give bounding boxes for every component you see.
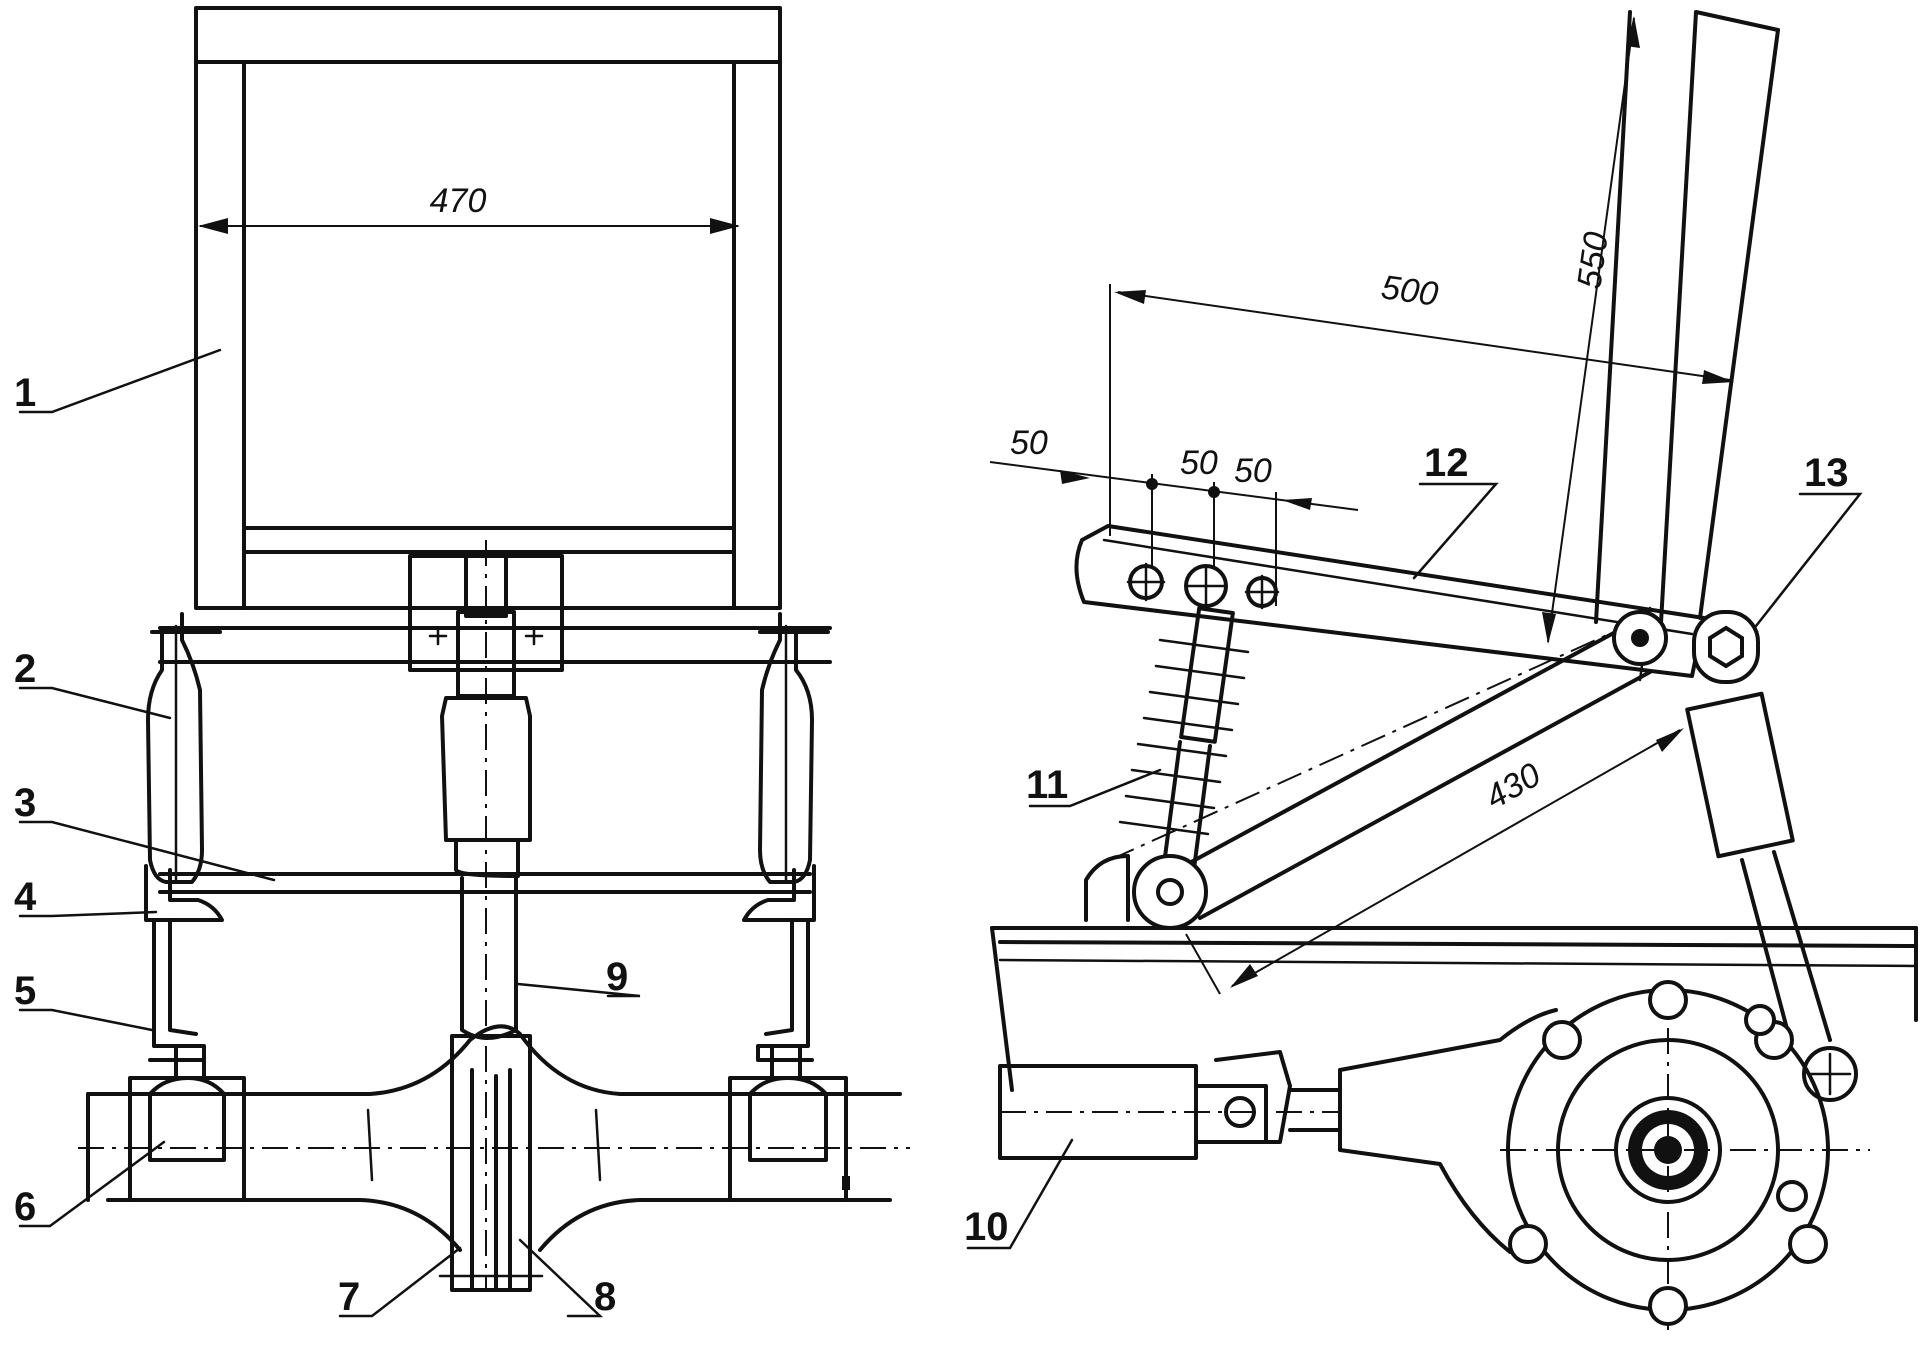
dim-hole-3: 50 [1234,452,1272,490]
label-5: 5 [14,969,36,1013]
label-13: 13 [1804,451,1849,495]
left-rail [144,864,224,1062]
backrest-frame [194,6,782,610]
front-view: 470 [14,6,910,1319]
side-labels: 11 12 13 10 [964,441,1849,1249]
plate-holes [1126,562,1280,610]
label-4: 4 [14,875,37,919]
front-labels: 1 2 3 4 5 6 7 8 9 [14,371,628,1319]
label-1: 1 [14,371,36,415]
backrest-side [1594,10,1780,642]
seat-crossbar [150,626,832,664]
dimension-500: 500 [1109,268,1734,536]
drive-shaft [998,1050,1342,1160]
label-2: 2 [14,647,36,691]
left-bracket [128,1046,246,1202]
hole-dimensions: 50 50 50 [989,424,1359,606]
side-view: 550 500 50 50 50 [964,10,1918,1330]
front-leaders [18,348,641,1318]
label-3: 3 [14,781,36,825]
bottom-rods [438,1034,544,1292]
label-9: 9 [606,955,628,999]
right-rail [742,864,816,1062]
seat-plate [1074,524,1706,682]
dim-seat-length: 500 [1379,268,1441,314]
dimension-470: 470 [198,182,740,234]
dim-frame-width: 470 [430,182,487,220]
label-12: 12 [1424,441,1469,485]
label-8: 8 [594,1275,616,1319]
lever-arm [1084,619,1652,930]
dimension-550: 550 [1542,16,1640,644]
left-damper [146,612,204,884]
dimension-430: 430 [1185,728,1684,995]
dim-back-height: 550 [1570,230,1616,292]
wheel-hub [1338,980,1870,1330]
label-6: 6 [14,1185,36,1229]
dim-hole-1: 50 [1010,424,1048,462]
dim-hole-2: 50 [1180,444,1218,482]
label-11: 11 [1026,763,1068,807]
side-leaders [966,482,1863,1250]
label-7: 7 [338,1275,360,1319]
frame-rail [990,926,1918,1092]
label-10: 10 [964,1205,1009,1249]
right-bracket [728,1046,850,1202]
pivot-joint [1612,610,1760,684]
dim-arm-length: 430 [1479,756,1547,817]
shock-absorber [440,540,532,1290]
right-damper [758,612,814,884]
